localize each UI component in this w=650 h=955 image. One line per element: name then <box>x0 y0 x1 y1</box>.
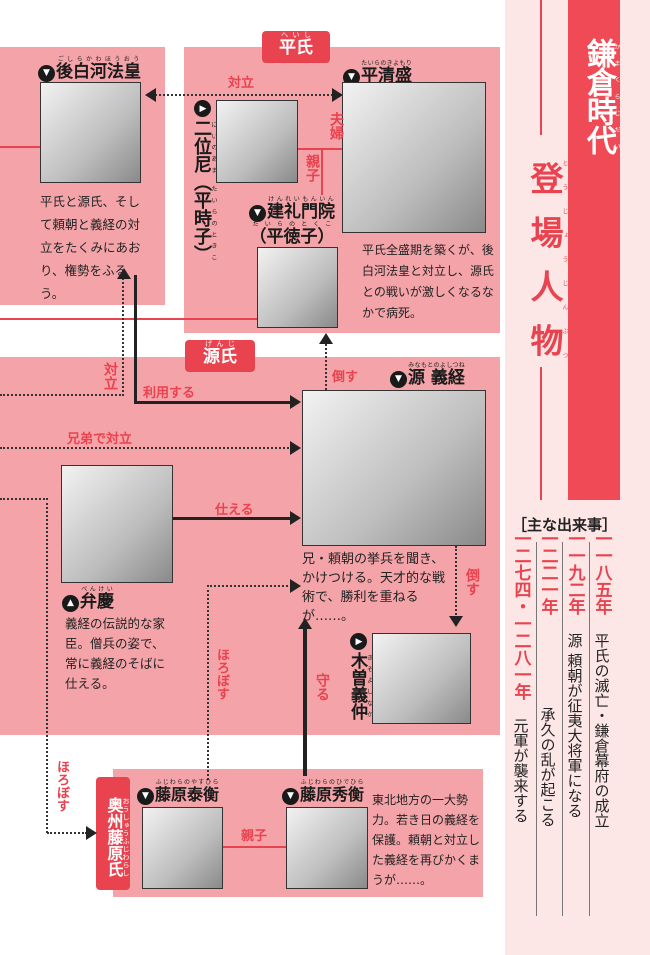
arrow-up-icon <box>319 333 333 344</box>
oshu-fujiwara-tag: 奥州藤原氏おうしゅうふじわらし <box>96 777 130 890</box>
genji-tag: 源氏げんじ <box>185 340 255 372</box>
relation-label: 仕える <box>215 503 254 518</box>
triangle-right-icon: ▶ <box>350 633 367 650</box>
yoshitsune-desc: 兄・頼朝の挙兵を聞き、かけつける。天才的な戦術で、勝利を重ねるが……。 <box>302 552 446 624</box>
goshirakawa-portrait <box>40 82 141 183</box>
sidebar-title: 登場人物とうじょうじんぶつ <box>525 160 568 376</box>
divider <box>562 542 563 916</box>
conflict-arrow-line <box>155 94 333 96</box>
kenreimonin-name: ▼建礼門院けんれいもんいん（平徳子）たいらのとくこ <box>249 196 335 247</box>
hidehira-portrait <box>286 807 368 889</box>
niinoama-name: ▶二位尼（平時子）にいのあま たいらのときこ <box>188 100 217 263</box>
arrow-left-icon <box>145 88 156 102</box>
arrow-right-icon <box>290 395 301 409</box>
relation-label: 親子 <box>304 154 320 182</box>
yoshitsune-portrait <box>302 390 486 546</box>
event-text: 承久の乱が起こる <box>538 707 557 827</box>
triangle-down-icon: ▼ <box>282 788 299 805</box>
relation-label: 夫婦 <box>328 112 344 140</box>
hidehira-desc: 東北地方の一大勢力。若き日の義経を保護。頼朝と対立した義経を再びかくまうが……。 <box>372 793 481 887</box>
relation-label: 利用する <box>143 386 196 401</box>
relation-label: 倒す <box>464 568 480 596</box>
event-year: 一一八五年 <box>591 530 612 615</box>
oyako-line <box>222 846 286 848</box>
arrow-right-icon <box>290 441 301 455</box>
event-text: 元軍が襲来する <box>511 718 530 823</box>
goshirakawa-name: ▼後白河法皇ごしらかわほうおう <box>38 56 141 82</box>
relation-label: 守る <box>314 673 330 701</box>
oyako-line <box>321 148 323 195</box>
taosu-line <box>325 340 327 390</box>
arrow-right-icon <box>290 579 301 593</box>
era-band <box>568 0 620 500</box>
kiyomori-name: ▼平清盛たいらのきよもり <box>343 60 412 86</box>
arrow-right-icon <box>290 511 301 525</box>
yoshitsune-name: ▼源 義経みなもとのよしつね <box>390 362 465 388</box>
triangle-down-icon: ▼ <box>343 69 360 86</box>
kiyomori-desc: 平氏全盛期を築くが、後白河法皇と対立し、源氏との戦いが激しくなるなかで病死。 <box>362 243 495 320</box>
arrow-right-icon <box>86 826 97 840</box>
event-year: 一二二一年 <box>537 530 558 615</box>
event-1192: 一一九二年源 頼朝が征夷大将軍になる <box>563 530 587 818</box>
horobosu-line <box>207 585 292 780</box>
divider <box>589 542 590 916</box>
event-1185: 一一八五年平氏の滅亡・鎌倉幕府の成立 <box>590 530 614 828</box>
triangle-down-icon: ▼ <box>38 65 55 82</box>
event-year: 一二七四・一二八一年 <box>510 530 531 700</box>
connector-line <box>0 318 257 320</box>
triangle-down-icon: ▼ <box>137 788 154 805</box>
connector-line <box>0 146 40 148</box>
arrow-right-icon <box>332 88 343 102</box>
divider <box>540 0 542 135</box>
event-text: 源 頼朝が征夷大将軍になる <box>565 633 584 818</box>
kiyomori-portrait <box>342 82 486 233</box>
events-header: ［主な出来事］ <box>512 516 618 534</box>
hidehira-name: ▼藤原秀衡ふじわらのひでひら <box>282 779 364 805</box>
sibling-conflict-line <box>0 447 292 449</box>
benkei-portrait <box>61 465 173 583</box>
heishi-tag: 平氏へいし <box>262 31 330 63</box>
arrow-up-icon <box>117 268 131 279</box>
event-year: 一一九二年 <box>564 530 585 615</box>
protect-line <box>303 628 307 776</box>
triangle-right-icon: ▶ <box>194 100 211 117</box>
triangle-down-icon: ▼ <box>390 371 407 388</box>
divider <box>540 367 542 500</box>
relation-label: ほろぼす <box>214 648 229 700</box>
arrow-down-icon <box>449 616 463 627</box>
yasuhira-portrait <box>142 807 223 889</box>
kiso-portrait <box>372 633 471 724</box>
conflict-line <box>0 270 124 396</box>
event-text: 平氏の滅亡・鎌倉幕府の成立 <box>592 633 611 828</box>
use-line <box>134 275 137 403</box>
relation-label: ほろぼす <box>54 760 69 812</box>
relation-label: 兄弟で対立 <box>67 432 133 447</box>
horobosu-line <box>0 498 48 833</box>
event-1221: 一二二一年承久の乱が起こる <box>536 530 560 827</box>
relation-label: 親子 <box>241 829 268 844</box>
serve-line <box>173 517 292 520</box>
yasuhira-name: ▼藤原泰衡ふじわらのやすひら <box>137 779 219 805</box>
triangle-up-icon: ▲ <box>62 595 79 612</box>
kenreimonin-portrait <box>257 247 338 328</box>
use-line <box>134 401 292 404</box>
relation-label: 対立 <box>228 76 255 91</box>
goshirakawa-desc: 平氏と源氏、そして頼朝と義経の対立をたくみにあおり、権勢をふるう。 <box>40 194 141 301</box>
triangle-down-icon: ▼ <box>249 205 266 222</box>
arrow-up-icon <box>298 618 312 629</box>
benkei-name: ▲弁慶べんけい <box>62 586 114 612</box>
kiso-name: ▶木曽義仲きそよしなか <box>345 633 373 720</box>
horobosu-line <box>47 832 87 834</box>
divider <box>536 542 537 916</box>
relation-label: 倒す <box>332 370 359 385</box>
era-title: 鎌倉時代かまくらじだい <box>581 38 620 154</box>
fuufu-line <box>297 148 342 150</box>
benkei-desc: 義経の伝説的な家臣。僧兵の姿で、常に義経のそばに仕える。 <box>65 616 166 691</box>
relation-label: 対立 <box>102 362 118 390</box>
taosu-line <box>455 546 457 618</box>
niinoama-portrait <box>216 100 298 183</box>
event-1274-1281: 一二七四・一二八一年元軍が襲来する <box>509 530 533 823</box>
